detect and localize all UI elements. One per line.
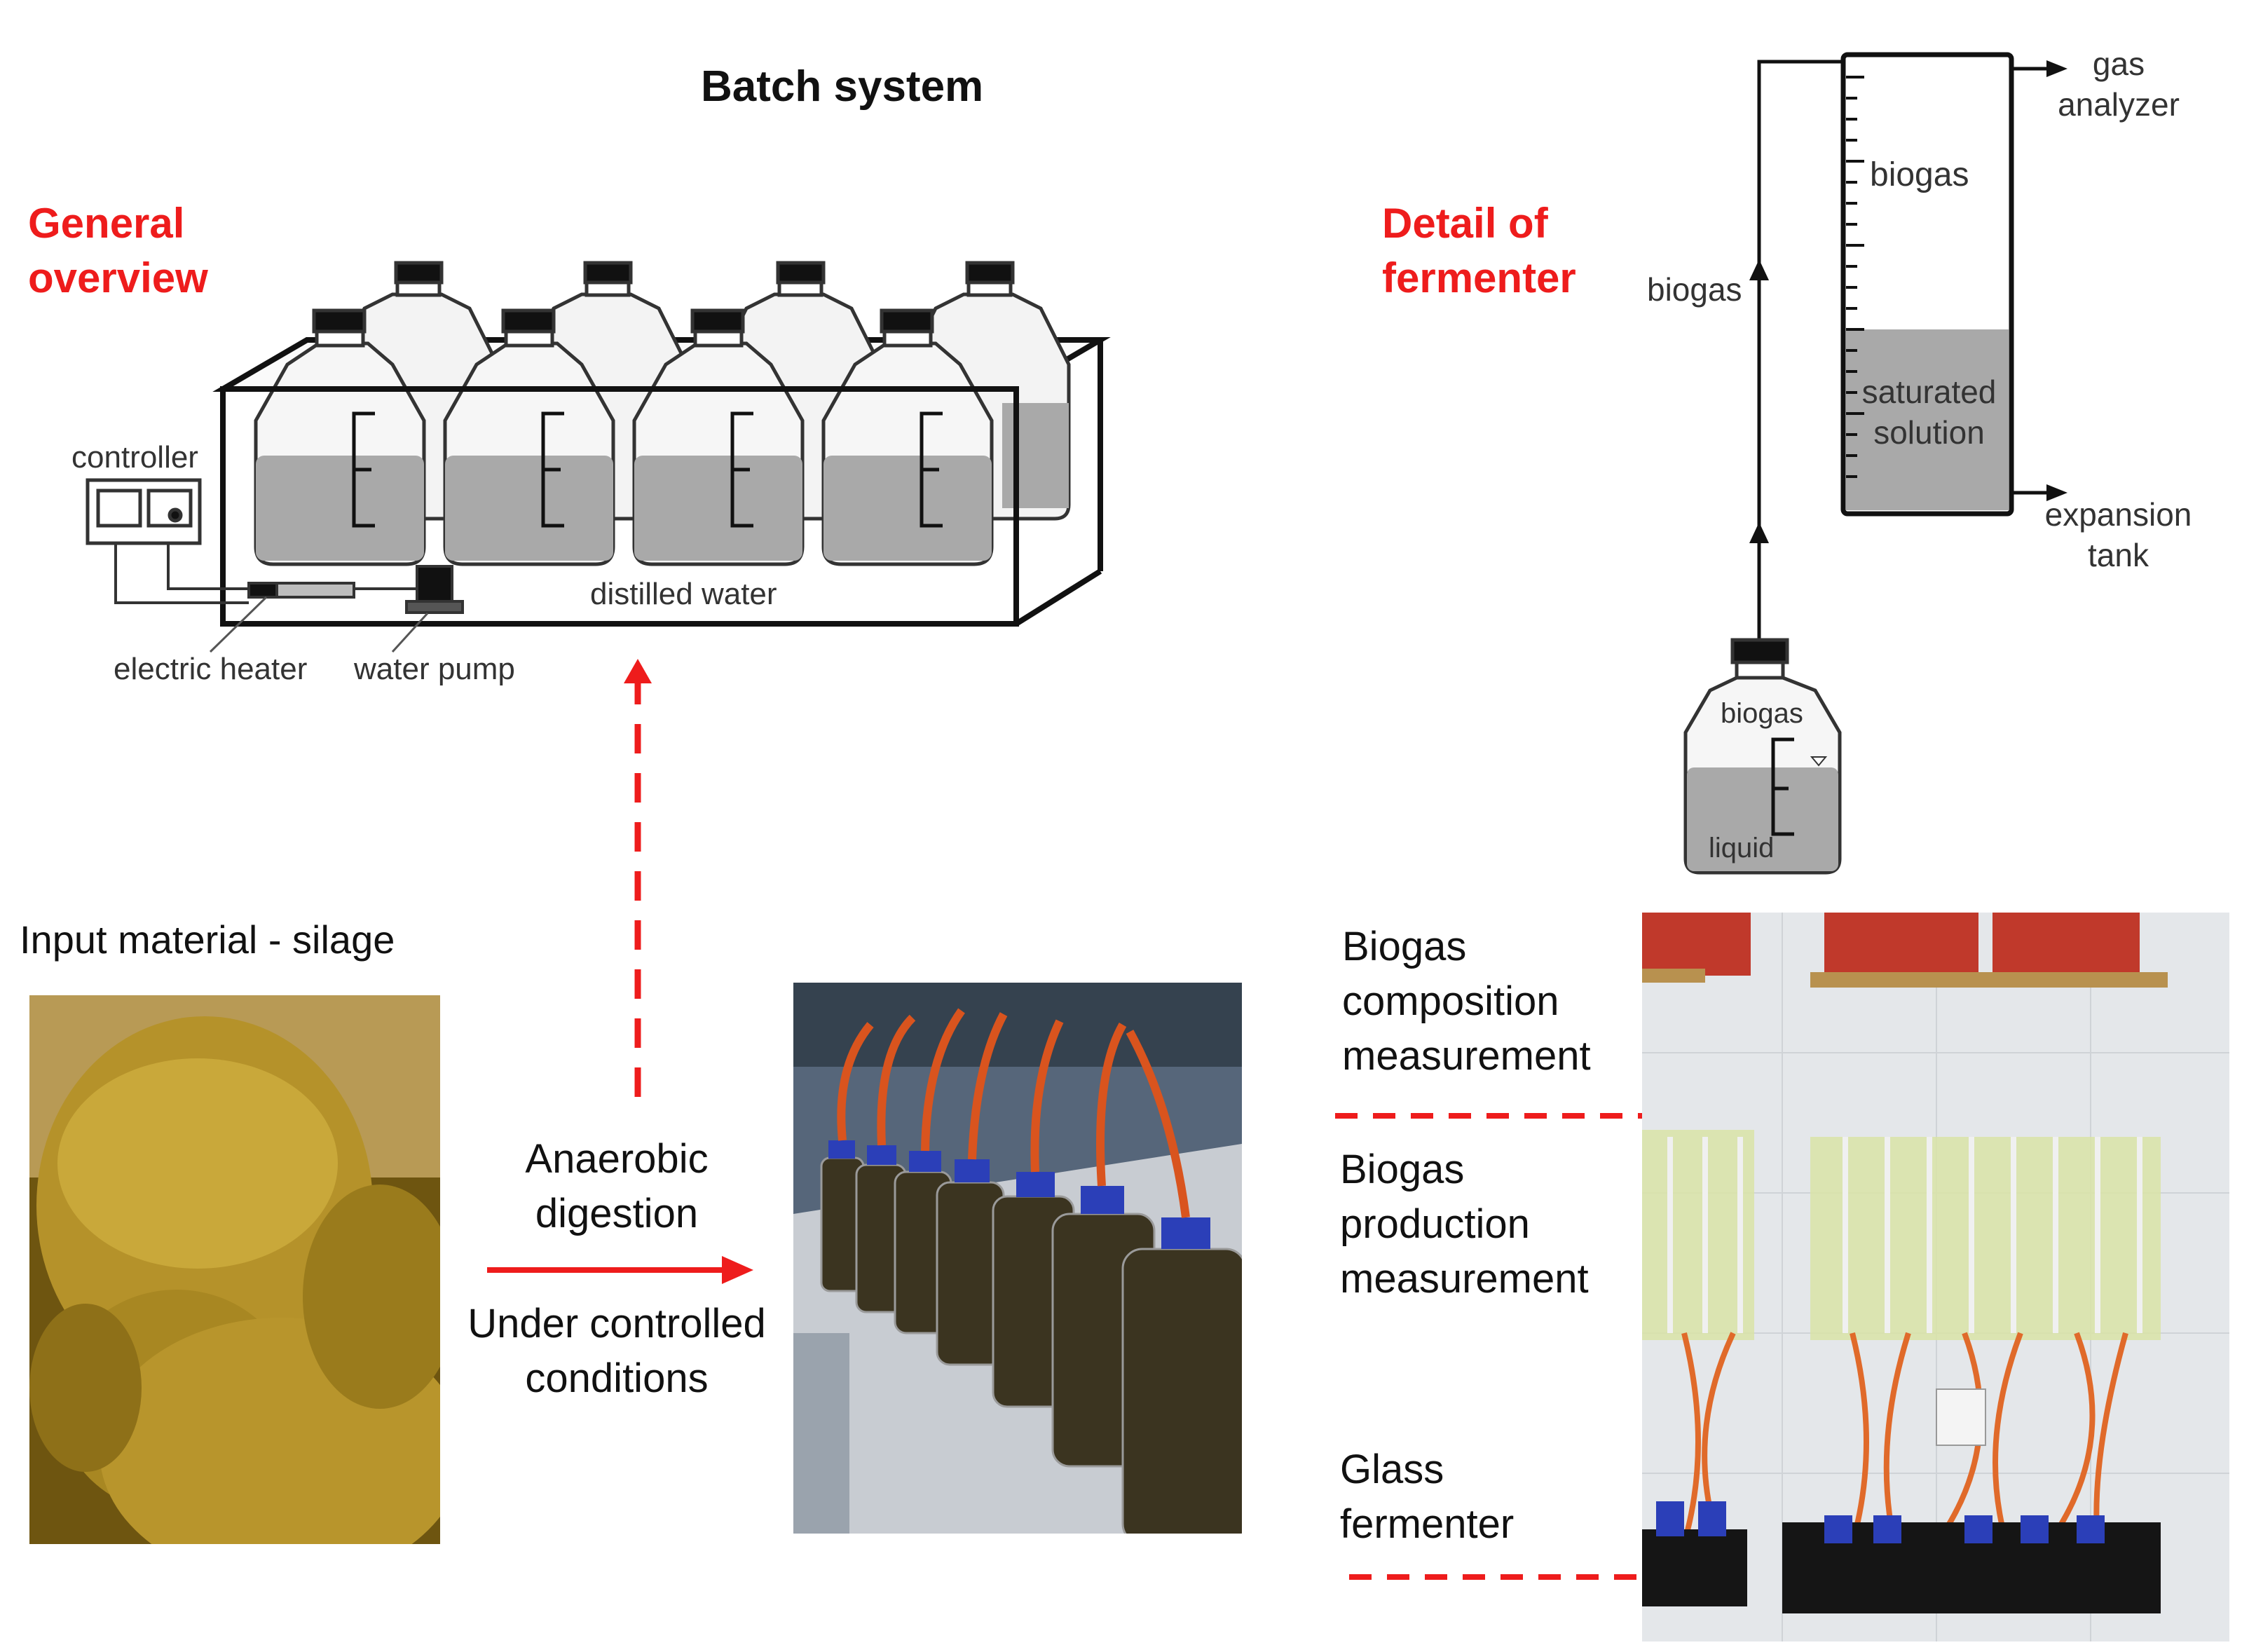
gas-analyzer-line1: gas (2092, 46, 2145, 82)
electric-heater (247, 582, 355, 599)
biogas-pipe-label: biogas (1647, 271, 1742, 308)
process-line4: conditions (525, 1356, 709, 1401)
expansion-line2: tank (2088, 537, 2149, 573)
electric-heater-label: electric heater (114, 652, 308, 686)
glass-line1: Glass (1340, 1447, 1444, 1492)
process-top-text: Anaerobic digestion (484, 1132, 750, 1241)
biogas-pipe (1757, 60, 1843, 645)
front-bottle-4 (821, 308, 994, 566)
bottle-biogas-label: biogas (1721, 698, 1803, 729)
front-row-bottles (254, 308, 994, 566)
composition-line3: measurement (1342, 1033, 1591, 1079)
measuring-column (1840, 52, 2014, 517)
production-measurement-label: Biogas production measurement (1340, 1142, 1589, 1306)
water-pump (405, 565, 464, 614)
expansion-tank-label: expansion tank (2032, 494, 2204, 575)
controller-box (86, 478, 202, 545)
column-biogas-label: biogas (1870, 156, 1969, 193)
saturated-solution-label: saturated solution (1850, 371, 2008, 453)
glass-line2: fermenter (1340, 1501, 1515, 1547)
column-scale (1846, 76, 1864, 478)
composition-line1: Biogas (1342, 924, 1467, 969)
gas-analyzer-label: gas analyzer (2045, 43, 2192, 125)
water-pump-label: water pump (354, 652, 515, 686)
bottle-liquid-label: liquid (1709, 833, 1775, 863)
lab-setup-photo (1642, 913, 2229, 1641)
process-bottom-text: Under controlled conditions (442, 1297, 792, 1406)
diagram-title: Batch system (701, 62, 984, 111)
fermenter-bottle (1683, 638, 1842, 875)
front-bottle-1 (254, 308, 426, 566)
gas-analyzer-line2: analyzer (2058, 86, 2180, 123)
composition-line2: composition (1342, 978, 1559, 1024)
silage-illustration (29, 995, 440, 1544)
composition-measurement-label: Biogas composition measurement (1342, 920, 1591, 1084)
controller-label: controller (71, 440, 198, 475)
expansion-line1: expansion (2044, 496, 2192, 533)
lab-bottles-photo (793, 983, 1242, 1534)
process-line1: Anaerobic (525, 1136, 709, 1182)
process-line2: digestion (535, 1191, 699, 1236)
general-overview-line2: overview (28, 254, 208, 301)
front-bottle-2 (443, 308, 615, 566)
input-material-label: Input material - silage (20, 917, 395, 962)
production-line1: Biogas (1340, 1147, 1465, 1192)
detail-of-fermenter-heading: Detail of fermenter (1382, 196, 1576, 306)
lab-setup-illustration (1642, 913, 2229, 1641)
general-overview-heading: General overview (28, 196, 208, 306)
saturated-line2: solution (1873, 414, 1985, 451)
process-line3: Under controlled (467, 1301, 766, 1346)
saturated-line1: saturated (1861, 374, 1997, 410)
distilled-water-label: distilled water (590, 577, 777, 611)
silage-photo (29, 995, 440, 1544)
glass-fermenter-label: Glass fermenter (1340, 1442, 1514, 1552)
production-line3: measurement (1340, 1256, 1589, 1302)
front-bottle-3 (632, 308, 805, 566)
detail-heading-line2: fermenter (1382, 254, 1576, 301)
detail-heading-line1: Detail of (1382, 200, 1548, 247)
production-line2: production (1340, 1201, 1530, 1247)
lab-bottles-illustration (793, 983, 1242, 1534)
general-overview-line1: General (28, 200, 185, 247)
